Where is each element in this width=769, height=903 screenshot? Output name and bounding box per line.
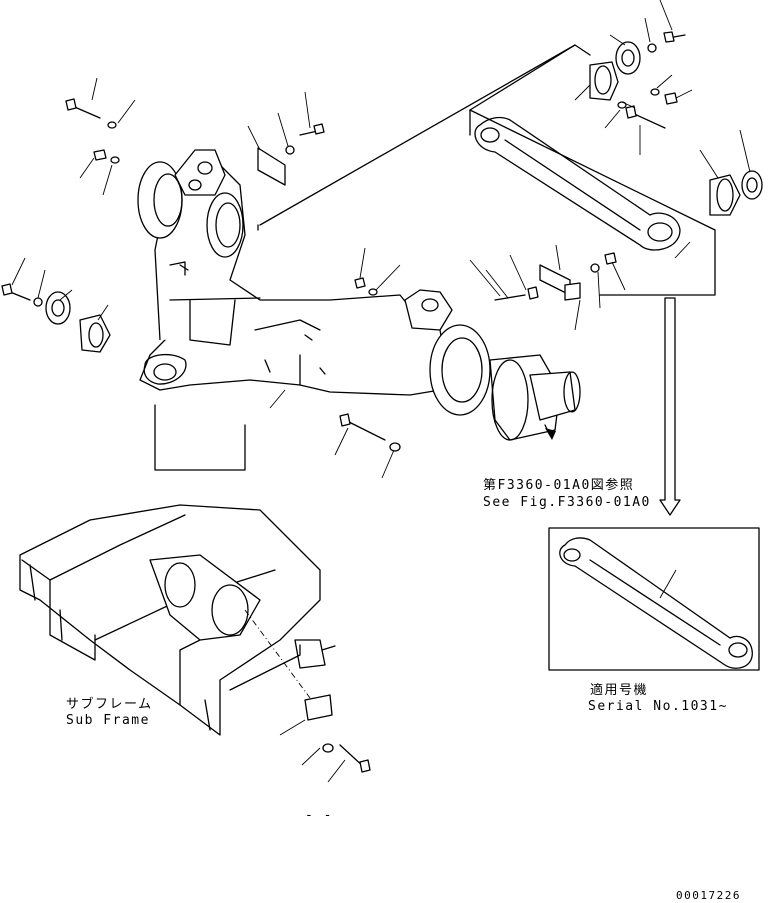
- applicability-label-en: Serial No.1031~: [588, 699, 728, 714]
- radius-arm: [474, 61, 741, 251]
- sub-frame: [19, 504, 371, 783]
- reference-jp: 第F3360-01A0図参照: [483, 478, 635, 493]
- applicability-label-jp: 適用号機: [590, 683, 649, 698]
- down-arrow: [659, 297, 681, 516]
- subframe-label-en: Sub Frame: [66, 713, 150, 728]
- axle-housing: [137, 149, 581, 441]
- reference-en: See Fig.F3360-01A0: [483, 495, 651, 510]
- hardware-parts: [1, 31, 763, 452]
- leader-lines: [11, 0, 751, 479]
- subframe-label-jp: サブフレーム: [66, 697, 153, 712]
- leader-boxes: [154, 44, 716, 471]
- inset-alternate-link: [548, 527, 760, 671]
- marker: - -: [305, 808, 333, 823]
- drawing-number: 00017226: [676, 889, 741, 902]
